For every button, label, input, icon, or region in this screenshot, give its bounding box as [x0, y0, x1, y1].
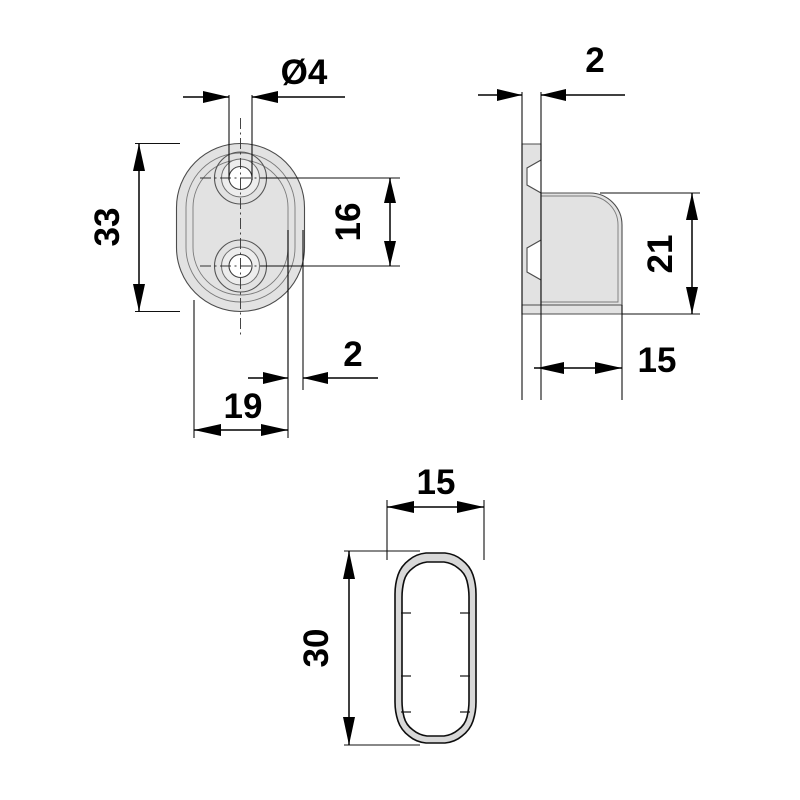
bracket-wall-plate — [521, 143, 542, 315]
dim-tube-height: 30 — [297, 550, 420, 746]
dim-label-plate-width: 19 — [224, 387, 263, 426]
tw15-arrow-left — [387, 501, 414, 513]
dim-label-bracket-depth: 15 — [638, 341, 677, 380]
h21-arrow-top — [686, 193, 698, 220]
dim-label-hole-diameter: Ø4 — [281, 53, 328, 92]
dim-bracket-height: 21 — [600, 192, 700, 315]
dim-label-hole-spacing: 16 — [329, 203, 368, 242]
w19-arrow-left — [194, 424, 221, 436]
dim-hole-spacing: 16 — [260, 177, 400, 267]
h33-arrow-top — [133, 143, 145, 171]
w19-arrow-right — [261, 424, 288, 436]
h21-arrow-bottom — [686, 287, 698, 314]
dim-tube-width: 15 — [386, 463, 485, 560]
bracket-hook-body — [540, 192, 623, 306]
th30-arrow-top — [343, 551, 355, 579]
d15-arrow-right — [595, 362, 622, 374]
d15-arrow-left — [537, 362, 564, 374]
dim-hole-diameter: Ø4 — [183, 53, 345, 180]
h16-arrow-bottom — [384, 241, 396, 266]
h16-arrow-top — [384, 178, 396, 203]
t2-arrow-left — [497, 89, 522, 101]
front-view-oval-plate: Ø4 33 16 — [88, 53, 400, 438]
tw15-arrow-right — [457, 501, 484, 513]
bracket-body-inner-outline — [541, 195, 619, 303]
side-view-bracket-profile: 2 21 15 — [478, 41, 700, 400]
dim-label-wall-thickness: 2 — [585, 41, 604, 80]
dim-label-edge-offset: 2 — [343, 335, 362, 374]
dim-plate-width: 19 — [193, 230, 289, 438]
section-view-oval-tube: 15 30 — [297, 463, 485, 746]
dia-arrow-left — [203, 91, 229, 103]
dia-arrow-right — [252, 91, 278, 103]
dim-plate-height: 33 — [88, 142, 180, 313]
dim-wall-thickness: 2 — [478, 41, 625, 101]
dim-label-tube-height: 30 — [297, 629, 336, 668]
bracket-base-strip — [521, 304, 623, 315]
tube-inner-bore — [401, 561, 470, 737]
o2-arrow-left — [263, 372, 288, 384]
dim-bracket-depth: 15 — [534, 341, 676, 380]
dim-edge-offset: 2 — [248, 230, 378, 390]
o2-arrow-right — [303, 372, 328, 384]
dim-label-tube-width: 15 — [417, 463, 456, 502]
t2-arrow-right — [541, 89, 566, 101]
th30-arrow-bottom — [343, 717, 355, 745]
dim-label-bracket-height: 21 — [641, 235, 680, 274]
dim-label-plate-height: 33 — [88, 208, 127, 247]
h33-arrow-bottom — [133, 284, 145, 312]
